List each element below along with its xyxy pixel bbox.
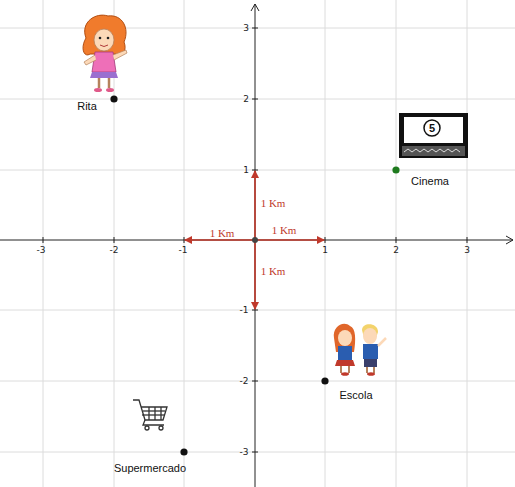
screen-number: 5: [429, 123, 435, 134]
axis-number: -1: [240, 306, 249, 315]
distance-label: 1 Km: [209, 228, 236, 239]
distance-label: 1 Km: [260, 198, 287, 209]
axis-number: -3: [240, 448, 249, 457]
unit-arrows: [185, 171, 324, 309]
axis-number: 3: [243, 24, 249, 33]
supermercado-point: [180, 448, 187, 455]
axis-number: 2: [243, 95, 249, 104]
origin-dot: [252, 237, 258, 243]
escola-point: [321, 377, 328, 384]
rita-point: [110, 95, 117, 102]
axis-number: 2: [393, 246, 399, 255]
rita-figure: [83, 15, 127, 92]
cart-icon: [133, 400, 167, 430]
axis-number: -2: [110, 246, 119, 255]
axis-number: 3: [464, 246, 470, 255]
axis-number: -2: [240, 377, 249, 386]
axis-number: -1: [179, 246, 188, 255]
place-label: Escola: [339, 390, 372, 401]
axis-number: -3: [37, 246, 46, 255]
students-figure: [334, 324, 386, 376]
cinema-icon: [399, 113, 468, 158]
distance-label: 1 Km: [260, 266, 287, 277]
axis-number: 1: [322, 246, 328, 255]
distance-label: 1 Km: [271, 225, 298, 236]
cinema-point: [392, 166, 399, 173]
axis-number: 1: [243, 166, 249, 175]
place-label: Cinema: [411, 176, 449, 187]
axes: [0, 4, 513, 487]
place-label: Supermercado: [114, 463, 186, 474]
place-label: Rita: [77, 101, 97, 112]
